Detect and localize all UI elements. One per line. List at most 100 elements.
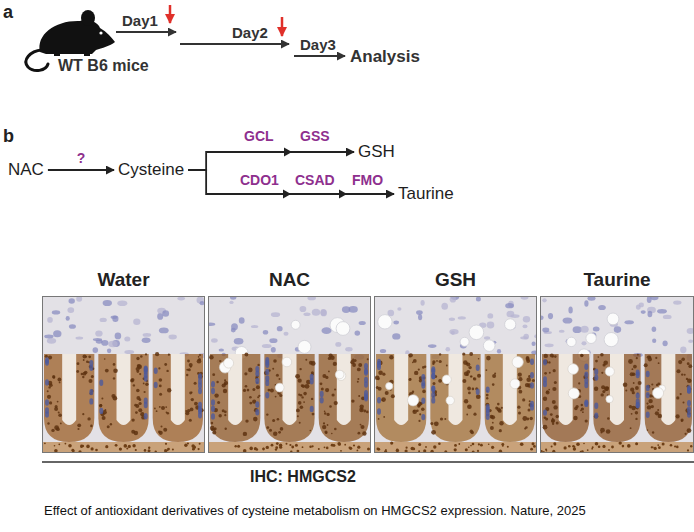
stain-granule [439, 360, 442, 363]
stain-granule [446, 365, 448, 367]
stain-granule [635, 418, 637, 420]
nucleus [416, 310, 423, 315]
stain-granule [136, 389, 140, 393]
stain-granule [54, 445, 56, 447]
mouse-foot [54, 52, 60, 56]
stain-granule [676, 396, 679, 399]
panel-letter: a [3, 2, 13, 23]
stain-granule [167, 448, 170, 451]
stain-granule [572, 445, 575, 448]
stain-granule [167, 388, 171, 392]
nucleus [625, 320, 634, 324]
stain-granule [556, 421, 559, 424]
stain-granule [552, 387, 556, 391]
crypt-lumen [610, 354, 624, 425]
stain-granule [644, 363, 648, 367]
nucleus [312, 309, 320, 316]
day-label: Day2 [232, 24, 268, 41]
enzyme-label: FMO [352, 172, 383, 188]
stain-granule [476, 394, 481, 399]
stain-granule [688, 364, 692, 368]
stain-granule [253, 417, 258, 422]
stain-granule [139, 373, 141, 375]
stain-granule [340, 450, 342, 452]
vacuole [408, 395, 419, 406]
pathway-arrow [188, 170, 394, 194]
ihc-panel: NAC [208, 268, 371, 453]
stain-granule [518, 373, 522, 377]
nucleus [421, 414, 425, 420]
stain-granule [629, 405, 632, 408]
stain-granule [161, 426, 163, 428]
nucleus [47, 338, 56, 344]
stain-granule [338, 443, 341, 446]
stain-granule [189, 419, 192, 422]
endpoint-label: Analysis [350, 47, 420, 67]
stain-granule [681, 420, 683, 422]
nucleus [111, 316, 118, 319]
stain-granule [105, 445, 108, 448]
crypt-wall [98, 354, 148, 442]
nucleus [66, 316, 70, 321]
stain-granule [224, 379, 226, 381]
nucleus [198, 388, 202, 394]
stain-granule [477, 374, 481, 378]
stain-granule [381, 397, 386, 402]
vacuole [442, 375, 451, 384]
stain-granule [551, 419, 555, 423]
stain-granule [145, 353, 147, 355]
stain-granule [80, 445, 83, 448]
nucleus [646, 392, 650, 398]
stain-granule [551, 445, 553, 447]
nucleus [229, 301, 233, 304]
nucleus [431, 373, 435, 379]
nucleus [636, 304, 641, 309]
vacuole [298, 340, 311, 353]
stain-granule [635, 411, 638, 414]
nucleus [687, 411, 691, 417]
tissue-ground [208, 296, 371, 453]
stain-granule [418, 443, 421, 446]
stain-granule [418, 369, 420, 371]
nucleus [646, 412, 650, 418]
nucleus [45, 399, 49, 405]
stain-granule [419, 413, 421, 415]
stain-granule [632, 368, 634, 370]
stain-granule [140, 355, 143, 358]
nucleus [355, 331, 361, 336]
stain-granule [412, 362, 414, 364]
stain-granule [519, 390, 523, 394]
stain-granule [582, 411, 584, 413]
stain-granule [543, 425, 548, 430]
stain-granule [601, 393, 604, 396]
day-label: Day3 [300, 36, 336, 53]
stain-granule [217, 401, 220, 404]
nucleus [507, 311, 515, 318]
stain-granule [530, 417, 533, 420]
stain-granule [467, 387, 471, 391]
nucleus [568, 307, 572, 314]
stain-granule [128, 445, 131, 448]
nucleus [265, 392, 269, 398]
nucleus [124, 350, 134, 354]
nucleus [211, 399, 215, 405]
stain-granule [681, 418, 684, 421]
nucleus [67, 307, 74, 313]
stain-granule [492, 374, 496, 378]
nucleus [95, 330, 102, 336]
panel-title: NAC [208, 268, 371, 292]
stain-granule [357, 446, 360, 449]
vacuole [604, 333, 618, 347]
stain-granule [89, 379, 93, 383]
panel-border [209, 297, 371, 453]
stain-granule [279, 378, 281, 380]
stain-granule [636, 357, 638, 359]
stain-granule [334, 428, 337, 431]
stain-granule [300, 406, 304, 410]
stain-granule [193, 446, 196, 449]
stain-granule [600, 428, 605, 433]
stain-granule [286, 443, 288, 445]
stain-granule [298, 379, 302, 383]
stain-granule [47, 422, 49, 424]
stain-granule [690, 445, 692, 447]
